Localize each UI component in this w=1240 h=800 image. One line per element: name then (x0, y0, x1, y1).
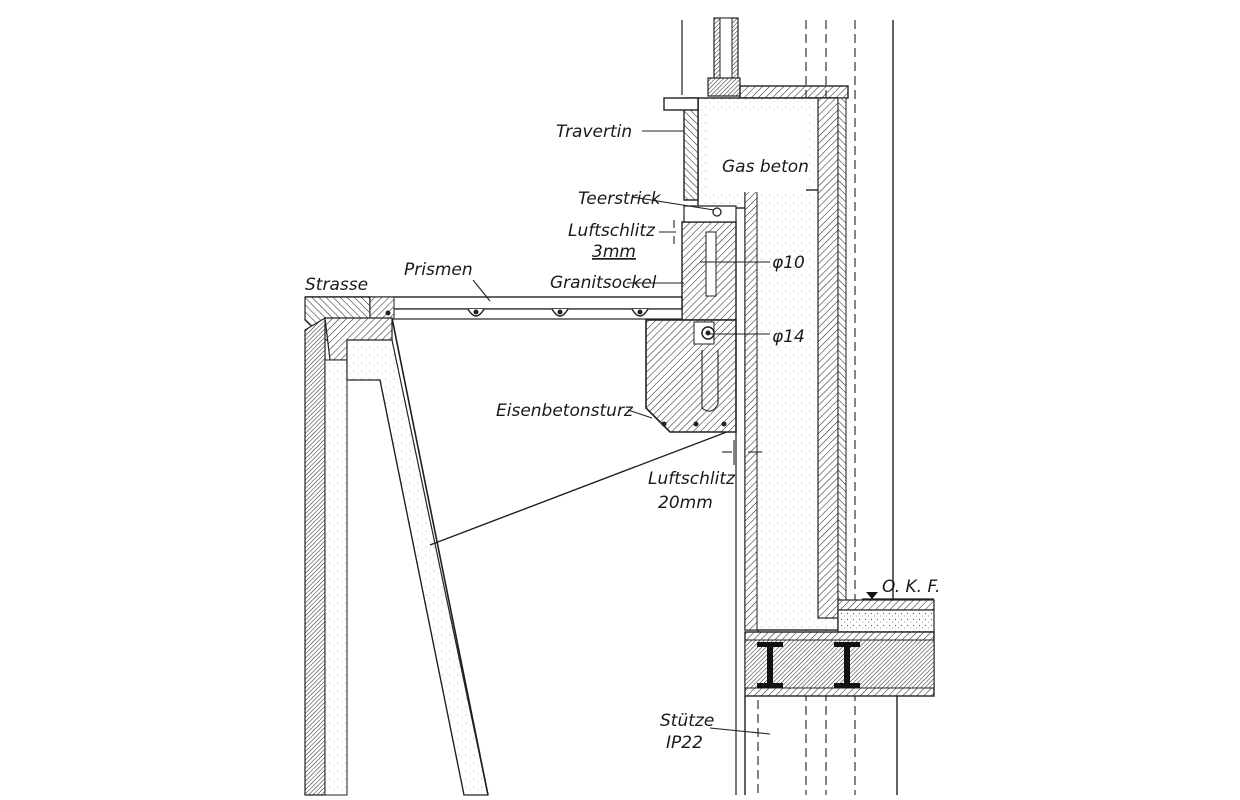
level-marker-icon (866, 592, 878, 599)
label-travertin: Travertin (556, 122, 632, 142)
label-stuetze: Stütze (660, 711, 714, 731)
i-beam-icon (757, 642, 783, 688)
label-prismen: Prismen (404, 260, 473, 280)
label-gasbeton: Gas beton (722, 157, 809, 177)
label-luftschlitz-large: Luftschlitz (648, 469, 736, 489)
label-teerstrick: Teerstrick (578, 189, 662, 209)
label-luftschlitz-small: Luftschlitz (568, 221, 656, 241)
label-okf: O. K. F. (882, 577, 940, 597)
label-luftschlitz-large-dim: 20mm (658, 493, 713, 513)
label-granitsockel: Granitsockel (550, 273, 657, 293)
label-stuetze-profile: IP22 (666, 733, 703, 753)
label-eisenbetonsturz: Eisenbetonsturz (496, 401, 634, 421)
prism-icon (631, 308, 649, 317)
label-strasse: Strasse (305, 275, 368, 295)
prism-icon (467, 308, 485, 317)
leader-lines (472, 130, 771, 735)
label-phi14: φ14 (772, 327, 805, 347)
labels: Travertin Gas beton Teerstrick Luftschli… (305, 122, 940, 753)
light-well (304, 296, 746, 796)
label-phi10: φ10 (772, 253, 805, 273)
label-luftschlitz-small-dim: 3mm (592, 242, 636, 262)
prism-icon (551, 308, 569, 317)
wall-section (663, 17, 935, 795)
i-beam-icon (834, 642, 860, 688)
